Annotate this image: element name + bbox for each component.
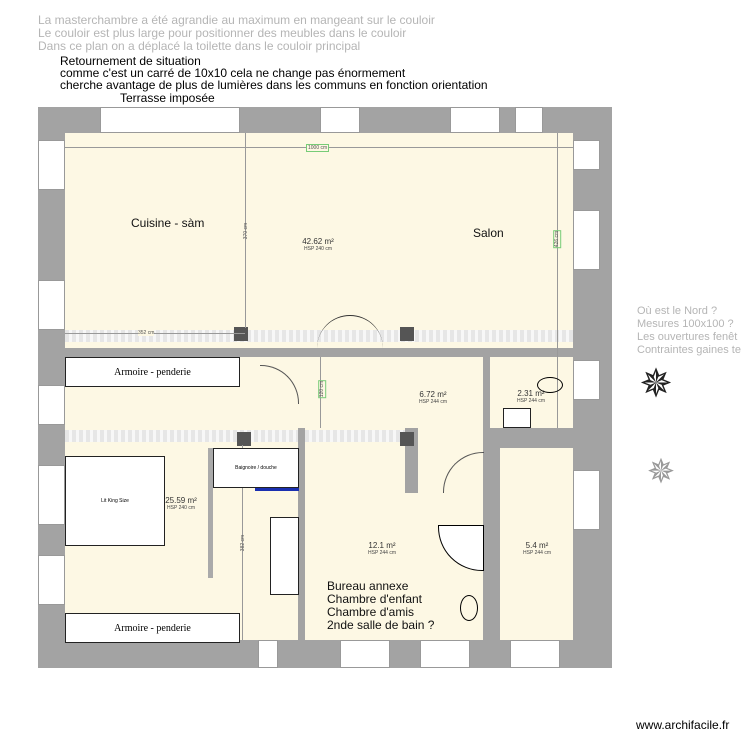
note-gray-2: Le couloir est plus large pour positionn… (38, 26, 407, 40)
window (258, 640, 278, 668)
window (573, 140, 600, 170)
sink (503, 408, 531, 428)
office-label-2: Chambre d'enfant (327, 592, 423, 606)
bathtub: Baignoire / douche (213, 448, 299, 488)
compass-rose-icon: ✵ (646, 453, 676, 491)
area-value: 6.72 m² (419, 390, 447, 399)
room-label-kitchen: Cuisine - sàm (131, 216, 205, 230)
dimension-line (242, 445, 243, 640)
note-gray-3: Dans ce plan on a déplacé la toilette da… (38, 39, 361, 53)
dimension-line (557, 133, 558, 428)
window (510, 640, 560, 668)
window (320, 107, 360, 133)
window (38, 555, 65, 605)
dim-bedroom-height: 382 cm (240, 534, 247, 552)
dim-right-height: 426 cm (553, 229, 562, 249)
office-label-4: 2nde salle de bain ? (327, 618, 435, 632)
wall-ext (573, 428, 600, 448)
window (38, 465, 65, 525)
area-value: 5.4 m² (525, 541, 549, 550)
dim-living-height: 370 cm (243, 222, 250, 240)
note-2: comme c'est un carré de 10x10 cela ne ch… (60, 66, 406, 80)
radiator-icon (400, 327, 414, 341)
wardrobe-top: Armoire - penderie (65, 357, 240, 387)
hsp-value: HSP 244 cm (523, 550, 551, 556)
hsp-value: HSP 244 cm (517, 398, 545, 404)
room-label-salon: Salon (473, 226, 504, 240)
question-2: Mesures 100x100 ? (637, 318, 734, 330)
dim-width-top: 1000 cm (306, 144, 330, 152)
window (573, 210, 600, 270)
window (38, 280, 65, 330)
office-label-1: Bureau annexe (327, 579, 409, 593)
radiator-icon (400, 432, 414, 446)
question-3: Les ouvertures fenêt (637, 331, 738, 343)
area-value: 42.62 m² (302, 237, 334, 246)
hsp-value: HSP 240 cm (167, 505, 195, 511)
hsp-value: HSP 244 cm (368, 550, 396, 556)
hsp-value: HSP 240 cm (304, 246, 332, 252)
dimension-line (65, 333, 245, 334)
room-living (65, 133, 573, 348)
window (38, 385, 65, 425)
radiator-icon (234, 327, 248, 341)
toilet-icon (537, 377, 563, 393)
bed: Lit King Size (65, 456, 165, 546)
window (573, 470, 600, 530)
double-door[interactable] (317, 315, 383, 349)
dimension-line (245, 133, 246, 328)
window (100, 107, 240, 133)
note-1: Retournement de situation (60, 54, 201, 68)
window (573, 360, 600, 400)
partition (208, 448, 213, 578)
room-right (500, 448, 573, 640)
note-terrace: Terrasse imposée (120, 91, 215, 105)
watermark: www.archifacile.fr (636, 718, 730, 732)
double-sink (270, 517, 299, 595)
area-value: 25.59 m² (165, 496, 197, 505)
bath-edge (255, 488, 299, 491)
window (340, 640, 390, 668)
compass-rose-icon: ✵ (639, 362, 673, 406)
window (38, 140, 65, 190)
question-4: Contraintes gaines te (637, 344, 741, 356)
note-3: cherche avantage de plus de lumières dan… (60, 78, 488, 92)
dim-hall-height: 120 cm (318, 379, 327, 399)
radiator-icon (237, 432, 251, 446)
wardrobe-bottom: Armoire - penderie (65, 613, 240, 643)
railing (305, 430, 405, 442)
office-label-3: Chambre d'amis (327, 605, 414, 619)
question-1: Où est le Nord ? (637, 305, 718, 317)
area-value: 12.1 m² (368, 541, 396, 550)
dimension-line (320, 357, 321, 428)
railing (65, 430, 298, 442)
room-hall (298, 357, 483, 428)
window (515, 107, 543, 133)
hsp-value: HSP 244 cm (419, 399, 447, 405)
window (450, 107, 500, 133)
dim-left-width: 352 cm (138, 330, 155, 336)
window (420, 640, 470, 668)
toilet-icon (460, 595, 478, 621)
note-gray-1: La masterchambre a été agrandie au maxim… (38, 13, 435, 27)
area-value: 2.31 m² (517, 389, 545, 398)
